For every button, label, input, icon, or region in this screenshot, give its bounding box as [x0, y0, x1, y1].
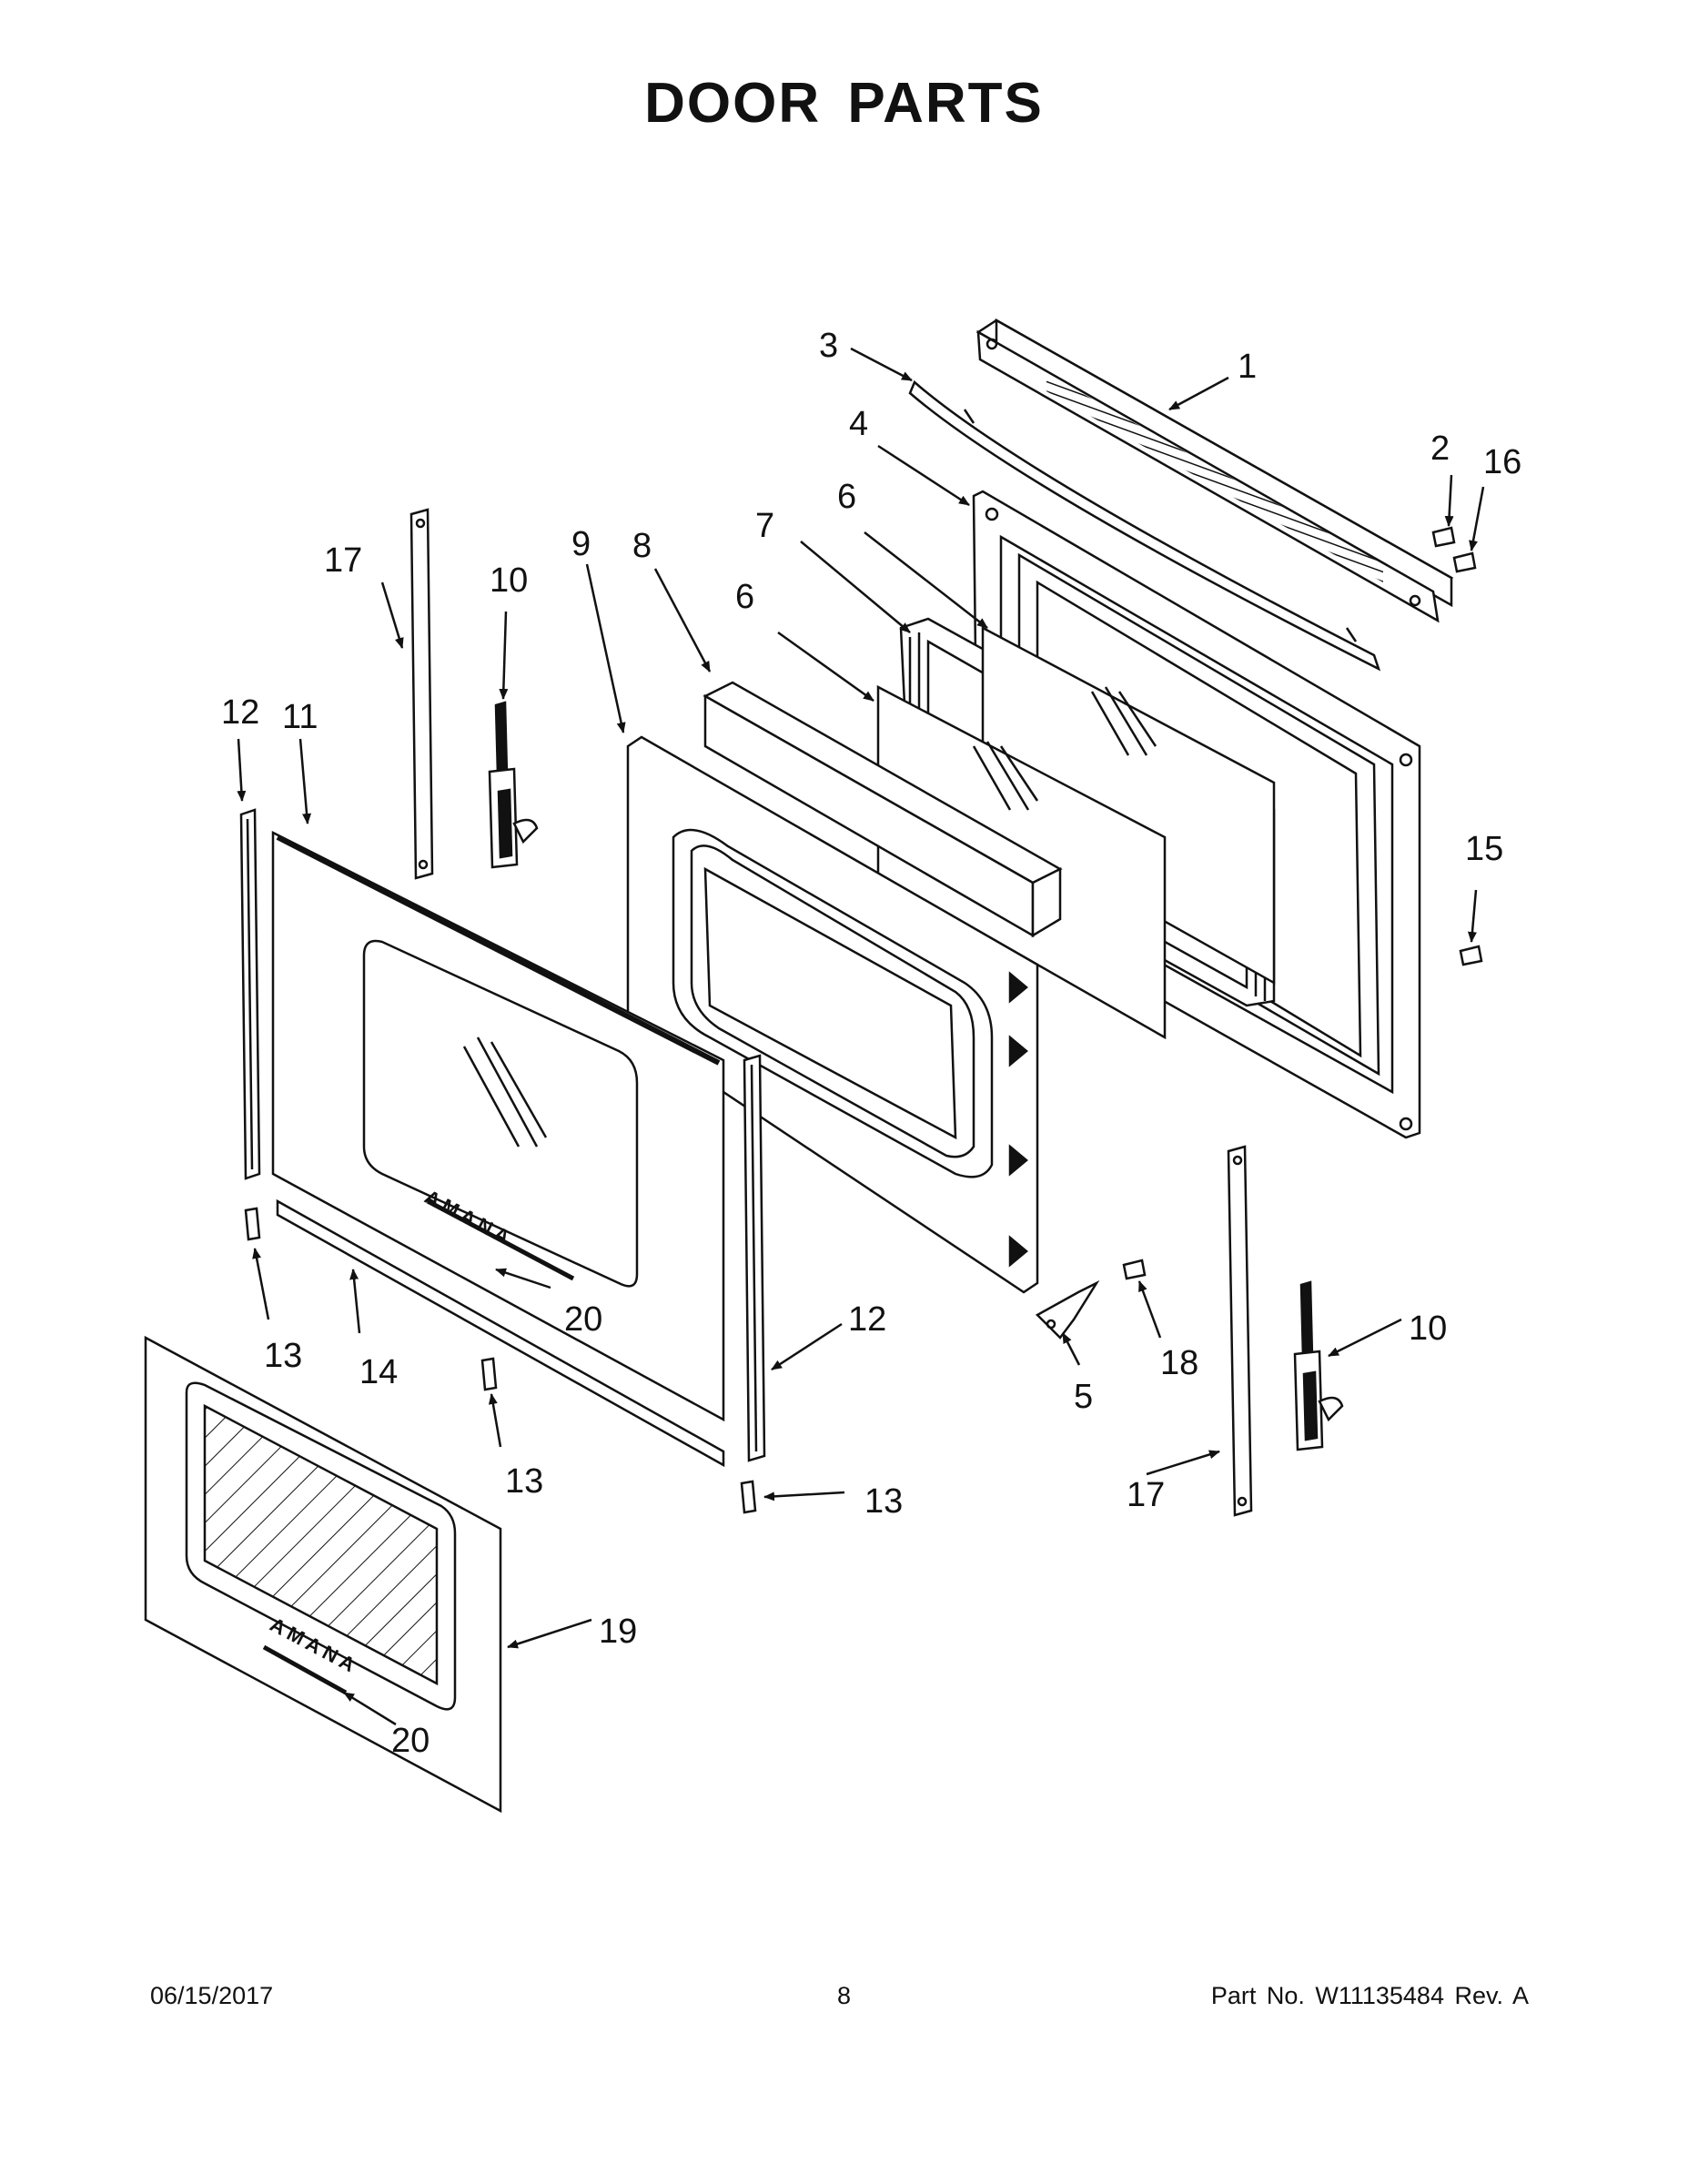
callout-label-13a: 13: [264, 1337, 302, 1375]
screws: [244, 526, 1483, 1514]
part-19-outer-door-panel: [144, 1335, 502, 1814]
part-10-hinge-right: [1293, 1280, 1344, 1451]
callout-label-11: 11: [282, 698, 318, 736]
callout-label-13c: 13: [864, 1482, 903, 1521]
callout-label-10a: 10: [490, 561, 528, 600]
footer-part-number: Part No. W11135484 Rev. A: [1210, 1982, 1529, 2009]
callout-label-15: 15: [1465, 830, 1503, 868]
part-5-bracket: [1035, 1279, 1100, 1340]
callout-label-12b: 12: [848, 1300, 886, 1339]
callout-label-13b: 13: [505, 1462, 543, 1501]
callout-label-17b: 17: [1127, 1476, 1165, 1514]
footer-date: 06/15/2017: [150, 1982, 274, 2009]
callout-label-10b: 10: [1409, 1309, 1447, 1348]
callout-label-3: 3: [819, 327, 838, 365]
callout-label-17a: 17: [324, 541, 362, 580]
callout-label-5: 5: [1074, 1378, 1093, 1416]
callout-label-19: 19: [599, 1613, 637, 1651]
callout-label-6a: 6: [837, 478, 856, 516]
page-title: DOOR PARTS: [644, 72, 1044, 135]
callout-label-6b: 6: [735, 578, 754, 616]
footer-page-number: 8: [836, 1982, 852, 2009]
callout-label-18: 18: [1160, 1344, 1198, 1382]
part-17-hinge-receiver-left: [409, 508, 434, 880]
part-12-side-trim-left: [239, 808, 261, 1180]
callout-label-20a: 20: [564, 1300, 602, 1339]
part-14-bottom-trim: [276, 1198, 725, 1468]
part-8-insulation: [702, 681, 1063, 938]
part-11-outer-door-frame: [271, 830, 725, 1422]
part-17-hinge-receiver-right: [1227, 1145, 1253, 1517]
callout-label-9: 9: [571, 525, 591, 563]
callout-label-7: 7: [755, 507, 774, 545]
callout-label-14: 14: [359, 1353, 398, 1391]
part-3-handle: [908, 379, 1381, 672]
part-12-side-trim-right: [743, 1054, 766, 1462]
part-10-hinge-left: [488, 701, 539, 869]
callout-label-2: 2: [1430, 430, 1450, 468]
callout-label-16: 16: [1483, 443, 1521, 481]
callout-label-20b: 20: [391, 1722, 430, 1760]
callout-label-4: 4: [849, 405, 868, 443]
callout-label-1: 1: [1238, 348, 1257, 386]
callout-label-8: 8: [632, 527, 652, 565]
callout-label-12a: 12: [221, 693, 259, 732]
callout-labels: 1234566789101011121213131314151617171819…: [221, 327, 1521, 1760]
part-1-vent-trim: [975, 318, 1454, 623]
